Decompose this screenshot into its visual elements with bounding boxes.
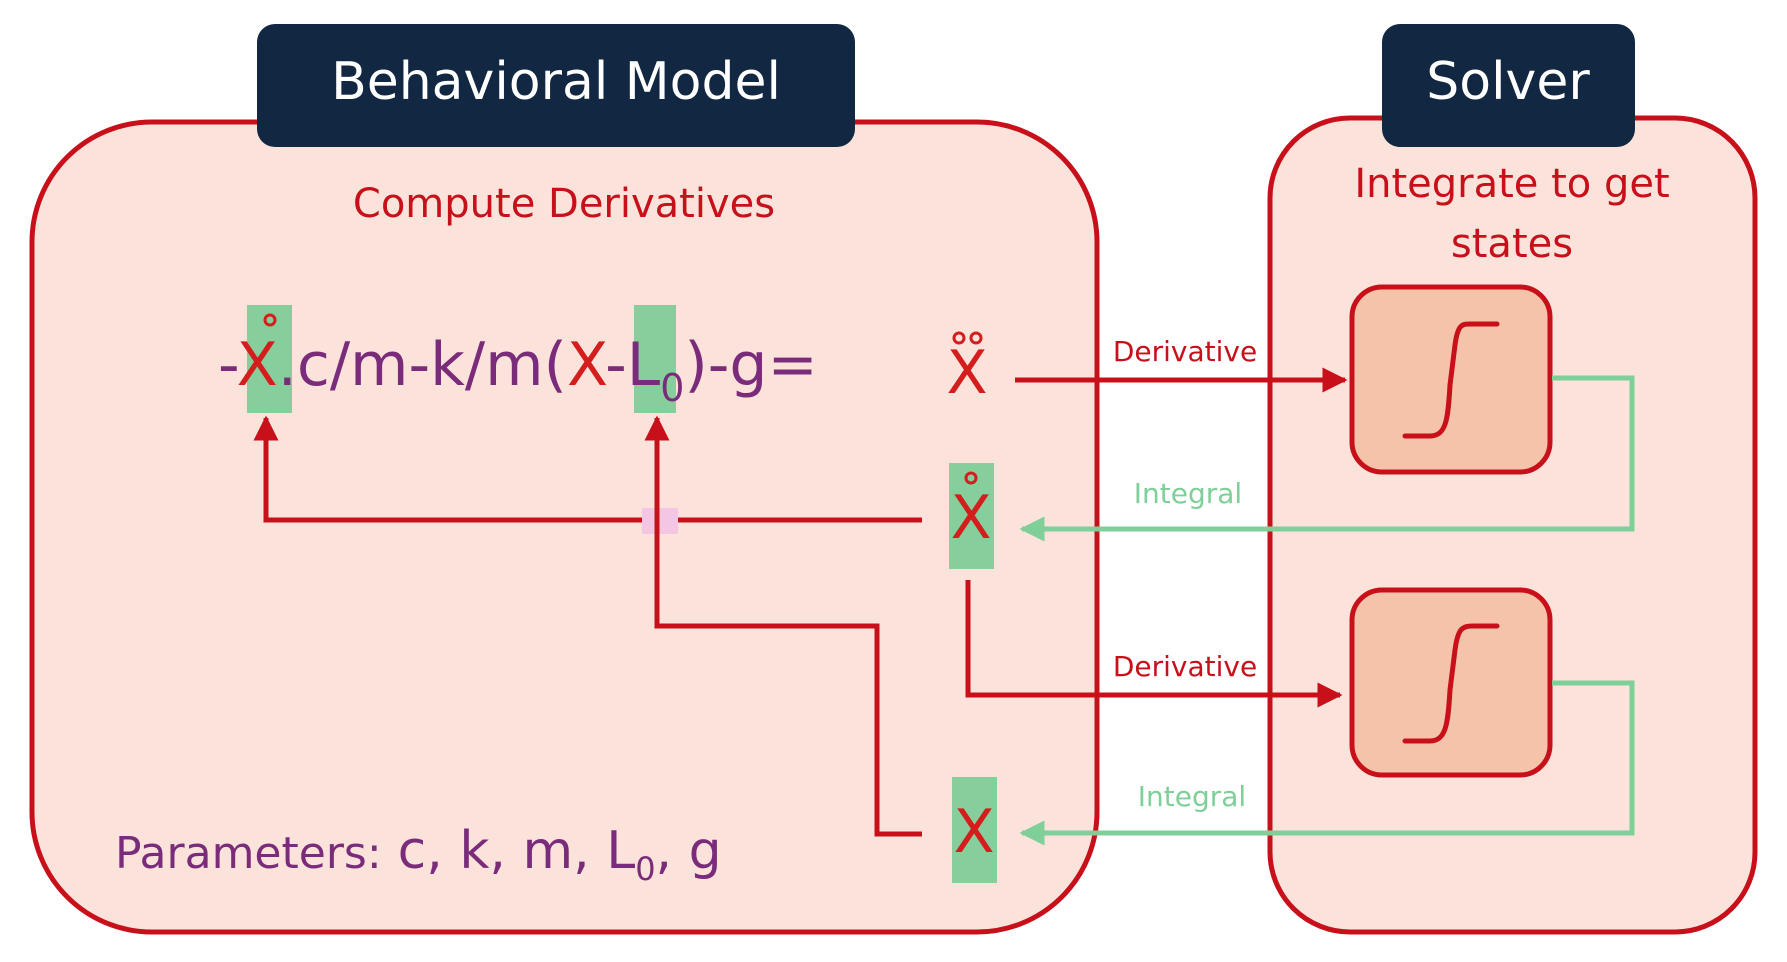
behavioral-model-header xyxy=(257,24,855,147)
equation-xdot: X xyxy=(237,330,278,400)
integral-arrow-bottom xyxy=(1019,680,1635,846)
xddot-dot-left xyxy=(952,331,966,345)
x-feedback-arrow xyxy=(644,415,922,837)
derivative-label-top: Derivative xyxy=(1113,335,1257,368)
x-state-box xyxy=(952,777,997,883)
derivative-label-bottom: Derivative xyxy=(1113,650,1257,683)
integral-icon xyxy=(1402,623,1500,744)
integral-arrow-top xyxy=(1019,375,1635,542)
solver-header xyxy=(1382,24,1635,147)
xddot-dot-right xyxy=(969,331,983,345)
equation-xdot-dot xyxy=(263,313,277,327)
xdot-state-label: X xyxy=(950,483,991,553)
equation-mid: .c/m-k/m( xyxy=(278,330,567,400)
integral-label-top: Integral xyxy=(1134,477,1242,510)
solver-title: Solver xyxy=(1426,52,1590,112)
integral-icon xyxy=(1402,321,1500,439)
compute-derivatives-label: Compute Derivatives xyxy=(353,181,775,227)
xdot-state-box xyxy=(949,463,994,569)
behavioral-model-panel xyxy=(29,119,1100,935)
integrator-top xyxy=(1349,284,1553,475)
xdot-state-dot xyxy=(964,471,978,485)
xdot-highlight xyxy=(247,305,292,413)
parameters-label: Parameters: c, k, m, L0, g xyxy=(115,821,722,888)
integrator-bottom xyxy=(1349,587,1553,778)
equation-minus-L: -L xyxy=(605,330,661,400)
x-state-label: X xyxy=(953,797,994,867)
behavioral-model-title: Behavioral Model xyxy=(331,52,781,112)
derivative-arrow-bottom xyxy=(965,580,1343,708)
solver-subtitle-line1: Integrate to get xyxy=(1354,161,1669,207)
parameters-L-subscript: 0 xyxy=(635,850,655,888)
solver-subtitle-line2: states xyxy=(1451,221,1573,267)
x-highlight xyxy=(634,305,676,413)
parameters-list: c, k, m, L xyxy=(398,821,636,881)
equation-x: X xyxy=(567,330,607,400)
equation: -X.c/m-k/m(X-L0)-g= xyxy=(218,330,818,410)
parameters-list-end: , g xyxy=(656,821,722,881)
equation-minus: - xyxy=(218,330,237,400)
integral-label-bottom: Integral xyxy=(1138,780,1246,813)
equation-tail: )-g= xyxy=(684,330,817,400)
equation-L-subscript: 0 xyxy=(660,366,684,410)
parameters-prefix: Parameters: xyxy=(115,828,382,879)
line-crossing xyxy=(642,508,678,534)
xddot-result: X xyxy=(946,338,987,408)
xdot-feedback-arrow xyxy=(253,415,922,523)
